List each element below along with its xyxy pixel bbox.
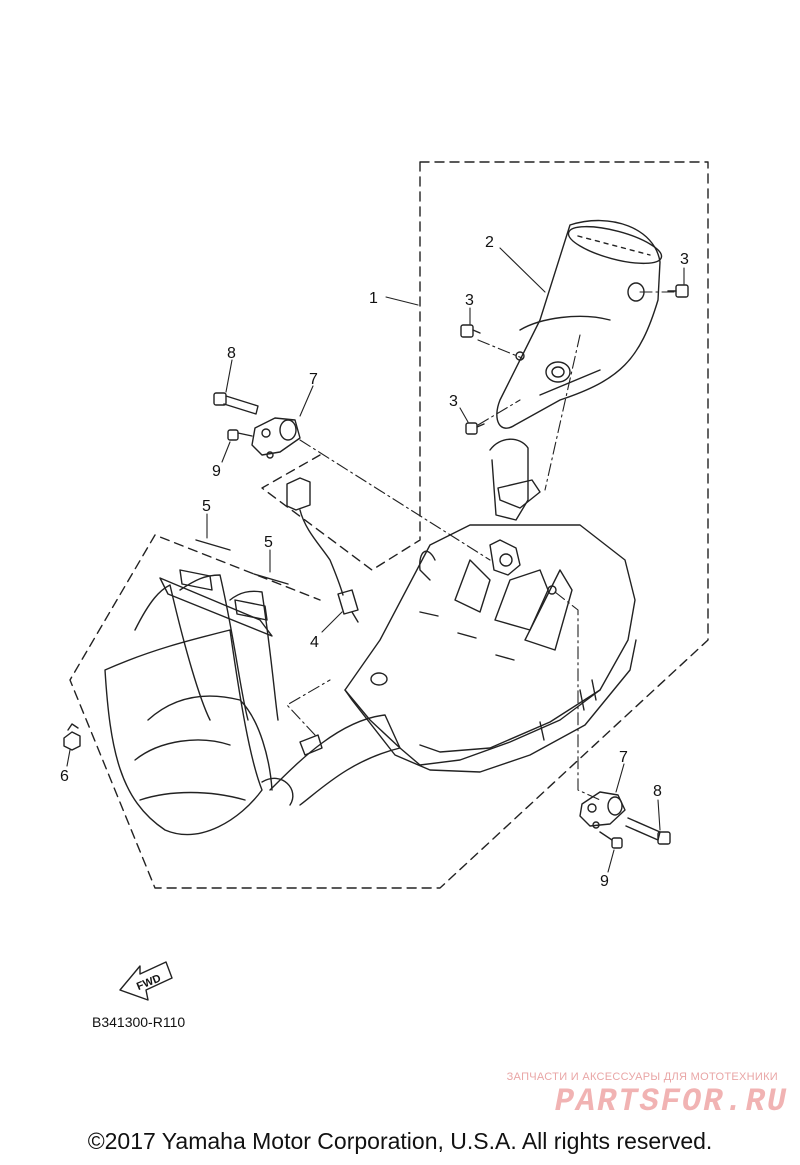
callout-3-right: 3	[680, 251, 689, 268]
connecting-pipe	[261, 714, 401, 806]
bracket-7-lower	[579, 791, 626, 829]
callout-3-upper: 3	[465, 292, 474, 309]
leader-9b	[607, 849, 615, 873]
leader-6	[66, 749, 71, 767]
callout-1: 1	[369, 290, 378, 307]
leader-9a	[221, 441, 231, 463]
bolt-9-lower	[599, 831, 623, 849]
leader-4	[321, 611, 343, 633]
callout-7-lower: 7	[619, 749, 628, 766]
callout-9-lower: 9	[600, 873, 609, 890]
copyright-notice: ©2017 Yamaha Motor Corporation, U.S.A. A…	[87, 1128, 713, 1154]
callout-3-lower: 3	[449, 393, 458, 410]
leader-7a	[299, 385, 314, 417]
callout-5-right: 5	[264, 534, 273, 551]
callout-4: 4	[310, 634, 319, 651]
callout-2: 2	[485, 234, 494, 251]
link-pipe	[489, 438, 529, 521]
fwd-label: FWD	[135, 972, 163, 993]
diagram-reference-code: B341300-R110	[92, 1014, 185, 1030]
align-line-bracket-7-lower	[554, 591, 601, 801]
align-line-header-to-muffler	[286, 679, 331, 736]
align-line-bolt-3-lower	[477, 399, 521, 426]
bolt-3-upper	[460, 324, 481, 338]
assembly-boundary-1	[69, 161, 709, 889]
callout-7-upper: 7	[309, 371, 318, 388]
leader-8a	[225, 359, 233, 393]
callout-5-left: 5	[202, 498, 211, 515]
callout-8-lower: 8	[653, 783, 662, 800]
leader-7b	[615, 763, 625, 793]
callout-9-upper: 9	[212, 463, 221, 480]
leader-3c	[459, 407, 469, 423]
exhaust-tip	[496, 219, 663, 429]
bolt-8-upper	[213, 392, 259, 415]
gasket-5-left	[195, 539, 231, 551]
exhaust-header	[104, 569, 279, 836]
align-line-tip-to-muffler	[544, 334, 581, 491]
o2-sensor	[286, 477, 359, 623]
leader-8b	[657, 799, 661, 831]
leader-2	[499, 247, 546, 293]
gasket-5-right	[253, 573, 289, 585]
bolt-8-lower	[625, 817, 671, 845]
align-line-bolt-3-upper	[477, 339, 523, 359]
watermark-logo: PARTSFOR.RU	[554, 1083, 788, 1120]
fwd-arrow	[119, 961, 173, 1001]
muffler-body	[344, 524, 637, 773]
bolt-9-upper	[227, 429, 253, 441]
callout-6: 6	[60, 768, 69, 785]
watermark-tagline: ЗАПЧАСТИ И АКСЕССУАРЫ ДЛЯ МОТОТЕХНИКИ	[506, 1071, 778, 1083]
bolt-3-right	[667, 284, 689, 298]
nut-6	[63, 723, 81, 751]
bolt-3-lower	[465, 422, 485, 435]
bracket-7-upper	[251, 417, 301, 459]
leader-1	[385, 296, 419, 306]
callout-8-upper: 8	[227, 345, 236, 362]
align-line-bracket-7-upper	[299, 439, 491, 561]
